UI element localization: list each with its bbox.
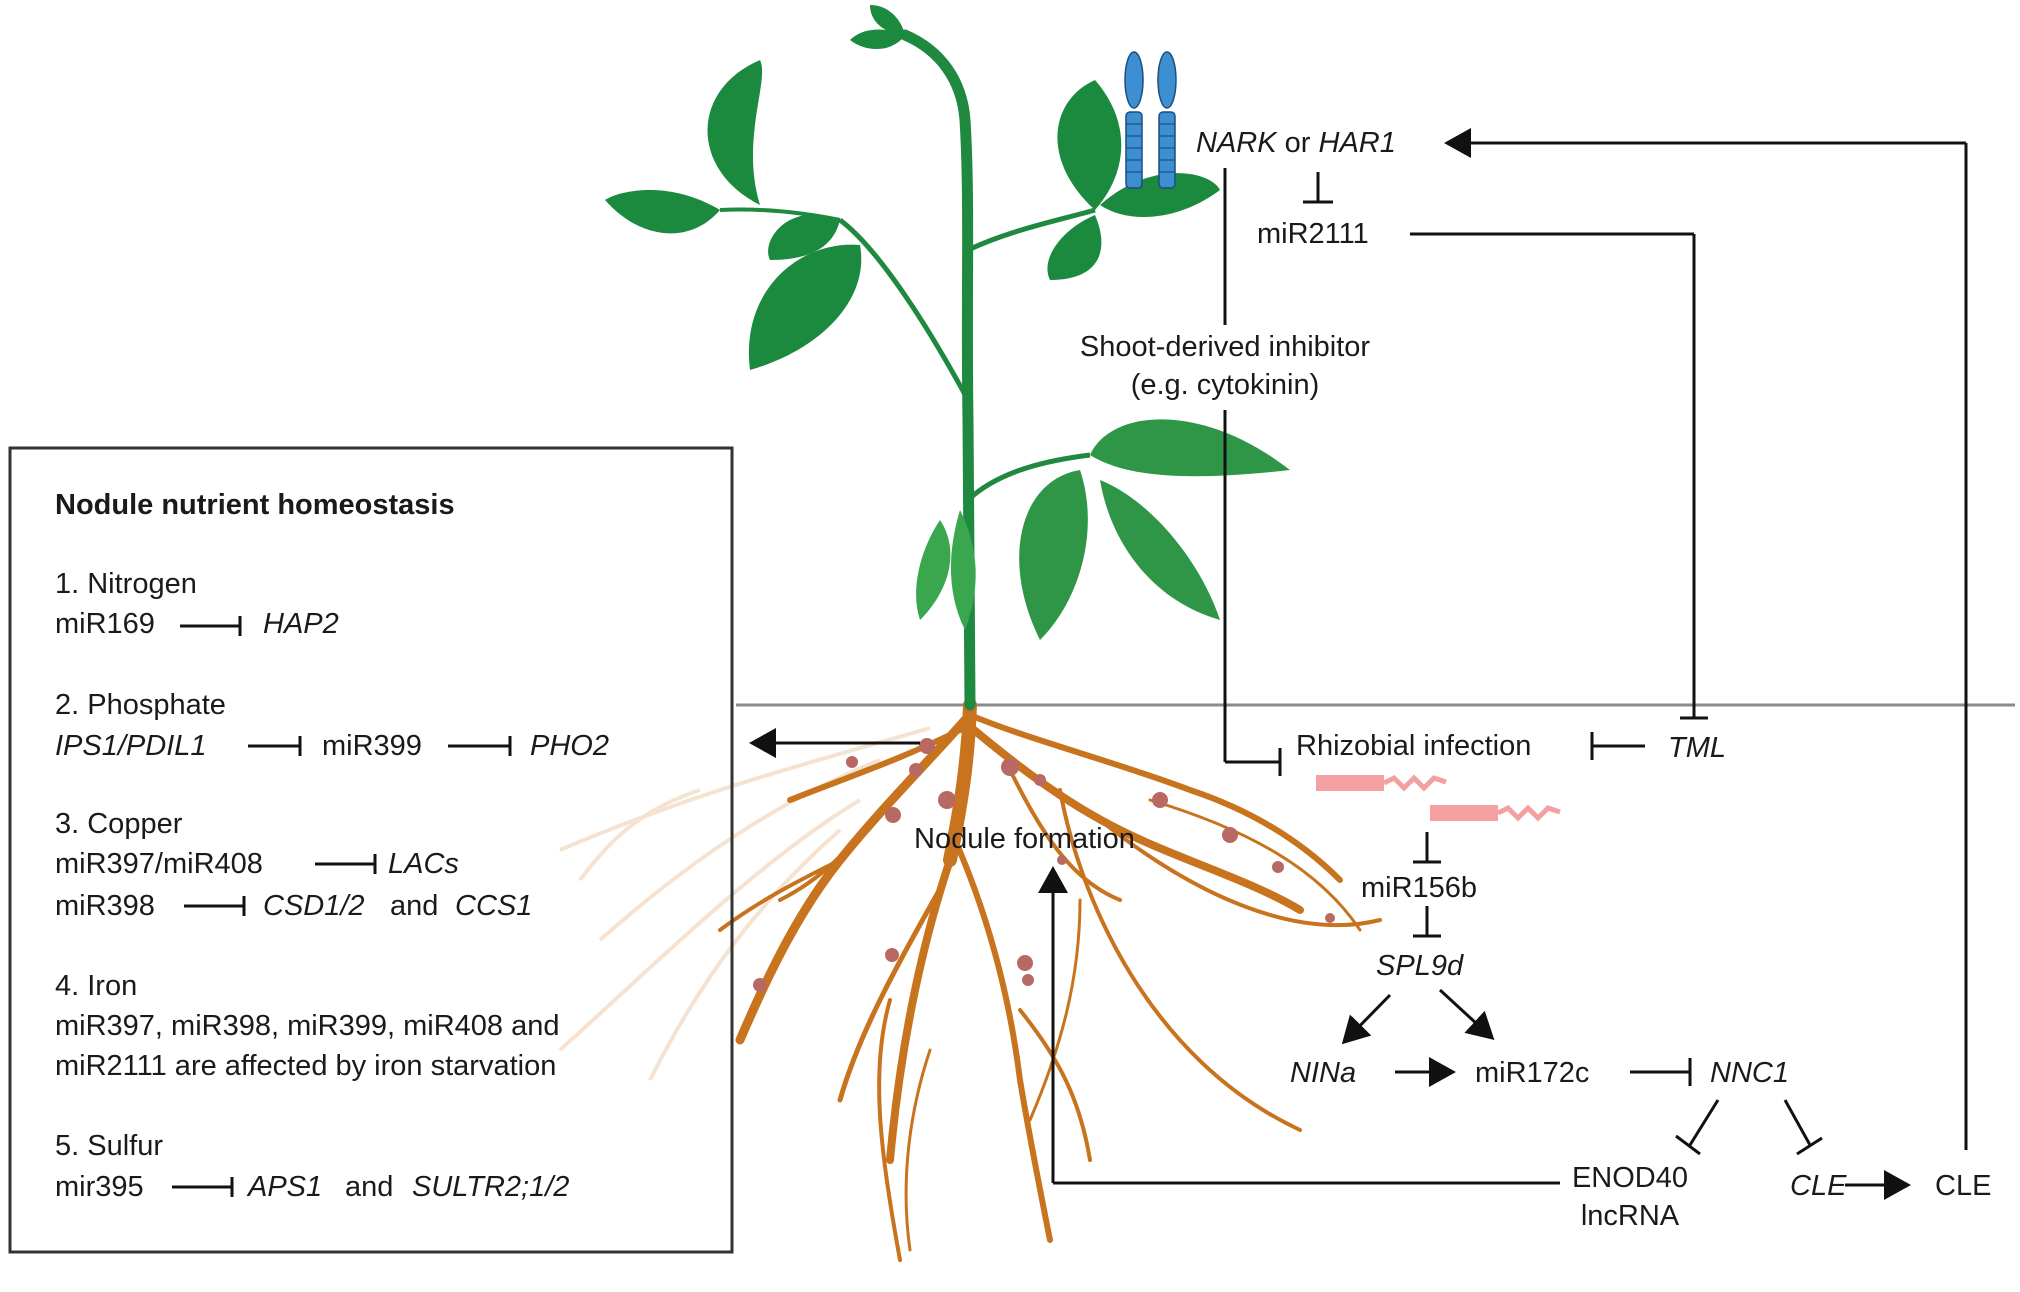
plant-shoot [605,5,1290,711]
cle-peptide-label: CLE [1935,1170,1992,1202]
nnc1-label: NNC1 [1710,1057,1789,1089]
sulfur-target2: SULTR2;1/2 [412,1171,570,1203]
iron-heading: 4. Iron [55,970,138,1002]
copper-and: and [390,890,439,922]
mir156b-label: miR156b [1361,872,1478,904]
phosphate-source: IPS1/PDIL1 [55,730,207,762]
sulfur-heading: 5. Sulfur [55,1130,163,1162]
root-system [718,698,1382,1262]
inhibitor-label-line1: Shoot-derived inhibitor [1079,331,1371,363]
or-label: or [1284,127,1311,159]
enod40-label-line1: ENOD40 [1571,1162,1689,1194]
copper-target2b: CCS1 [455,890,533,922]
iron-line1: miR397, miR398, miR399, miR408 and [55,1010,560,1042]
phosphate-target: PHO2 [530,730,609,762]
nitrogen-target: HAP2 [263,608,339,640]
faint-roots [558,726,931,1081]
receptor-icon [1124,51,1177,189]
nitrogen-mir: miR169 [55,608,155,640]
root-nodules [753,738,1335,992]
sulfur-and: and [345,1171,394,1203]
sulfur-target1: APS1 [248,1171,323,1203]
copper-target2a: CSD1/2 [263,890,365,922]
nark-label: NARK [1196,127,1277,159]
phosphate-mir: miR399 [322,730,422,762]
pathway-arrows [749,128,1968,1200]
mir172c-label: miR172c [1475,1057,1590,1089]
inhibitor-label-line2: (e.g. cytokinin) [1130,369,1320,401]
enod40-label-line2: lncRNA [1580,1200,1680,1232]
tml-label: TML [1668,732,1726,764]
nark-har1-label: NARK or HAR1 [1196,125,1396,161]
nina-label: NINa [1290,1057,1357,1089]
rhizobial-infection-label: Rhizobial infection [1296,730,1532,762]
iron-line2: miR2111 are affected by iron starvation [55,1050,557,1082]
nutrient-box [8,446,734,1254]
nodule-formation-label: Nodule formation [914,823,1135,855]
sulfur-mir: mir395 [55,1171,144,1203]
box-inhibition-lines [172,616,512,1197]
mir2111-label: miR2111 [1257,218,1369,250]
copper-target1: LACs [388,848,459,880]
nitrogen-heading: 1. Nitrogen [55,568,197,600]
cle-gene-label: CLE [1790,1170,1847,1202]
copper-heading: 3. Copper [55,808,183,840]
spl9d-label: SPL9d [1376,950,1464,982]
transcript-icon [1316,774,1561,822]
copper-mir1: miR397/miR408 [55,848,263,880]
phosphate-heading: 2. Phosphate [55,689,226,721]
copper-mir2: miR398 [55,890,155,922]
har1-label: HAR1 [1318,127,1396,159]
box-title: Nodule nutrient homeostasis [55,489,455,521]
